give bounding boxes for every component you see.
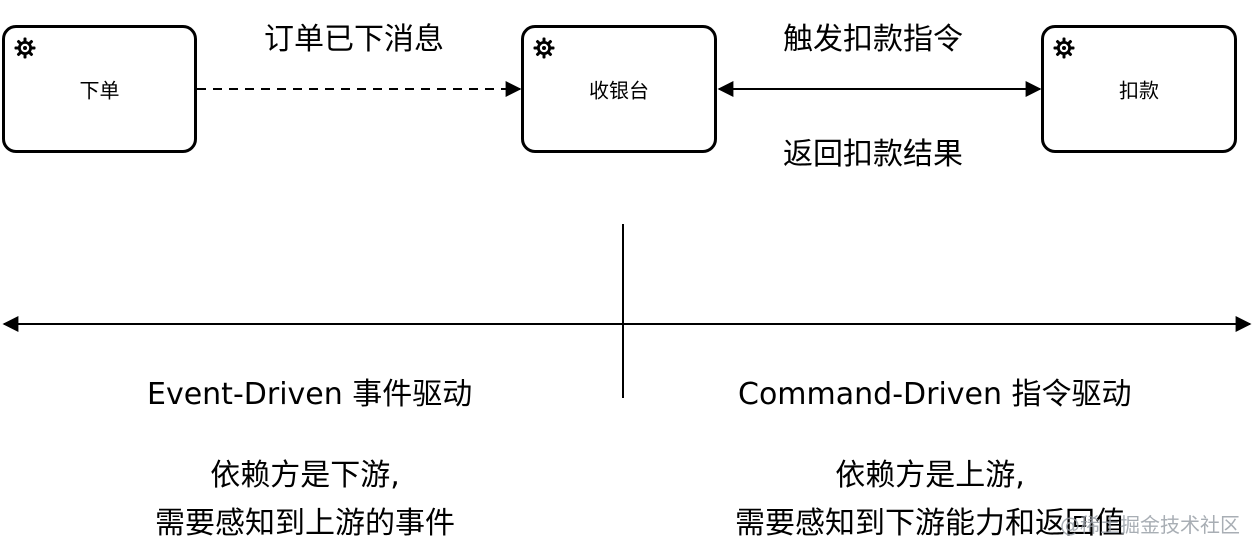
order-node-label: 下单 [79,78,120,103]
cashier-node-label: 收银台 [589,78,649,103]
gear-icon [533,37,555,59]
trigger-deduct-label: 触发扣款指令 [783,22,963,57]
command-driven-desc-line2: 需要感知到下游能力和返回值 [735,506,1125,541]
command-driven-desc-line1: 依赖方是上游, [835,458,1025,493]
command-driven-description: 依赖方是上游, 需要感知到下游能力和返回值 [700,456,1160,544]
order-node: 下单 [2,25,197,153]
command-driven-title: Command-Driven 指令驱动 [738,377,1132,412]
cashier-node: 收银台 [521,25,717,153]
gear-icon [1053,37,1075,59]
order-message-label: 订单已下消息 [264,22,444,57]
return-result-label: 返回扣款结果 [783,137,963,172]
deduct-node: 扣款 [1041,25,1237,153]
gear-icon [14,37,36,59]
event-driven-desc-line1: 依赖方是下游, [210,458,400,493]
watermark: @稀土掘金技术社区 [1060,513,1240,537]
event-driven-description: 依赖方是下游, 需要感知到上游的事件 [100,456,510,544]
deduct-node-label: 扣款 [1119,78,1159,103]
event-driven-desc-line2: 需要感知到上游的事件 [155,506,455,541]
event-driven-title: Event-Driven 事件驱动 [147,377,473,412]
